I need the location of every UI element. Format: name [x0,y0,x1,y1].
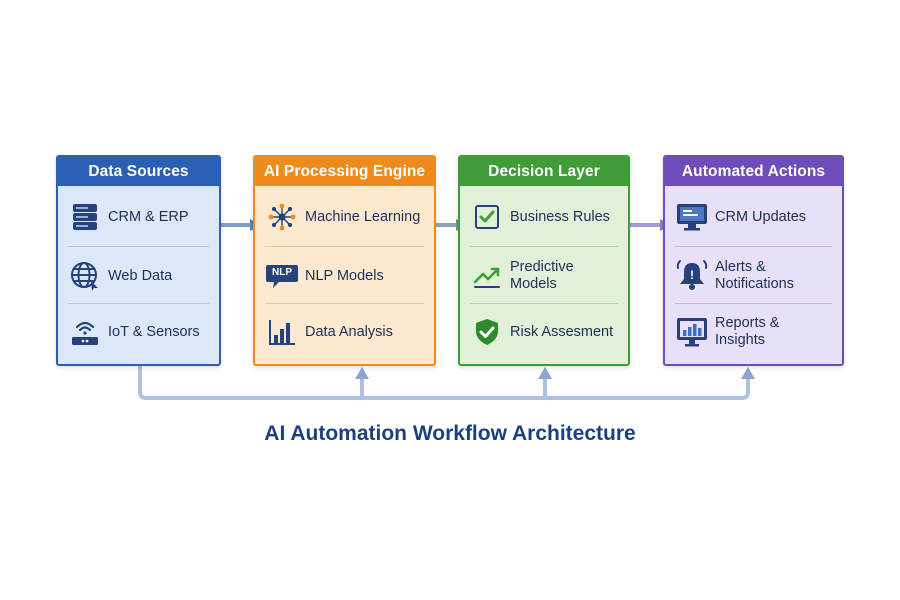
checkbox-icon [470,200,504,234]
list-item: Web Data [68,248,209,304]
nlp-icon-text: NLP [272,267,292,278]
item-label: Risk Assesment [510,323,614,340]
diagram-title: AI Automation Workflow Architecture [264,422,636,445]
list-item: Data Analysis [265,304,424,360]
divider [68,246,209,247]
wifi-router-icon [68,315,102,349]
report-chart-icon [675,315,709,349]
feedback-arrowhead-actions [741,367,755,379]
item-label: CRM & ERP [108,208,189,225]
feedback-loop-line [138,364,750,400]
list-item: IoT & Sensors [68,304,209,360]
item-label: Business Rules [510,208,610,225]
svg-text:!: ! [690,268,694,282]
list-item: CRM & ERP [68,189,209,245]
item-label: CRM Updates [715,208,807,225]
list-item: Reports & Insights [675,304,832,360]
trend-up-icon [470,259,504,293]
bell-alert-icon: ! [675,259,709,293]
panel-title: Automated Actions [665,157,842,186]
item-label: Reports & Insights [715,315,780,348]
panel-title: AI Processing Engine [255,157,434,186]
divider [68,303,209,304]
divider [265,303,424,304]
panel-automated-actions: Automated Actions CRM Updates [663,155,844,366]
feedback-arrowhead-ai [355,367,369,379]
list-item: CRM Updates [675,189,832,245]
divider [675,303,832,304]
item-label: IoT & Sensors [108,323,200,340]
panel-title: Decision Layer [460,157,628,186]
neural-network-icon [265,200,299,234]
nlp-chat-icon: NLP [265,259,299,293]
panel-data-sources: Data Sources CRM & ERP [56,155,221,366]
shield-check-icon [470,315,504,349]
globe-icon [68,259,102,293]
divider [265,246,424,247]
list-item: NLP NLP Models [265,248,424,304]
monitor-icon [675,200,709,234]
item-label: Machine Learning [305,208,421,225]
list-item: Risk Assesment [470,304,618,360]
bar-chart-icon [265,315,299,349]
divider [675,246,832,247]
server-icon [68,200,102,234]
panel-ai-processing-engine: AI Processing Engine [253,155,436,366]
item-label: NLP Models [305,267,384,284]
divider [470,303,618,304]
panel-decision-layer: Decision Layer Business Rules [458,155,630,366]
list-item: Business Rules [470,189,618,245]
list-item: Machine Learning [265,189,424,245]
list-item: ! Alerts & Notifications [675,248,832,304]
item-label: Alerts & Notifications [715,259,794,292]
feedback-arrowhead-decision [538,367,552,379]
panel-title: Data Sources [58,157,219,186]
item-label: Data Analysis [305,323,393,340]
divider [470,246,618,247]
item-label: Web Data [108,267,173,284]
item-label: Predictive Models [510,259,574,292]
list-item: Predictive Models [470,248,618,304]
